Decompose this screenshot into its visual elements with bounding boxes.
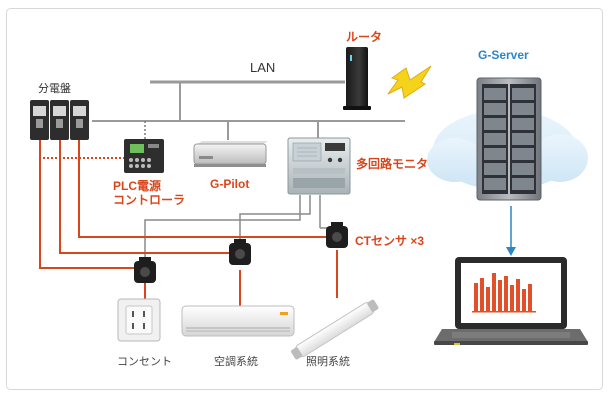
server-rack-icon <box>476 77 542 201</box>
fluorescent-tube-icon <box>291 299 379 360</box>
outlet-icon <box>117 298 161 342</box>
lan-label: LAN <box>250 60 276 75</box>
plc-controller-label: PLC電源 コントローラ <box>113 179 186 207</box>
aircon-label: 空調系統 <box>214 356 258 368</box>
air-conditioner-icon <box>181 305 295 337</box>
ct-clamp-icon <box>134 257 156 283</box>
lightning-icon <box>387 65 432 99</box>
distribution-panel-label: 分電盤 <box>38 83 71 95</box>
ct-clamp-icon <box>229 239 251 265</box>
router-icon <box>343 47 371 110</box>
ct-clamp-icon <box>326 222 348 248</box>
server-label: G-Server <box>478 48 529 62</box>
multi-circuit-monitor-icon <box>287 137 351 195</box>
multi-circuit-monitor-label: 多回路モニタ <box>356 157 429 171</box>
power-wire-outlet <box>39 140 137 269</box>
ct-signal-wire-1 <box>144 195 301 262</box>
arrow-head <box>506 247 516 256</box>
outlet-label: コンセント <box>117 356 172 368</box>
plc-controller-icon <box>124 139 164 173</box>
diagram-frame <box>6 8 603 390</box>
lighting-label: 照明系統 <box>306 356 350 368</box>
ct-sensor-label: CTセンサ ×3 <box>355 234 425 248</box>
laptop-icon <box>434 257 588 345</box>
router-label: ルータ <box>346 30 383 44</box>
ct-signal-wire-2 <box>239 195 311 244</box>
gpilot-box-icon <box>193 141 268 167</box>
power-wire-aircon <box>59 140 232 254</box>
gpilot-label: G-Pilot <box>210 177 250 191</box>
laptop-chart-bars <box>474 273 532 311</box>
breaker-panel-icon <box>30 100 89 140</box>
power-wire-lighting <box>78 140 328 238</box>
